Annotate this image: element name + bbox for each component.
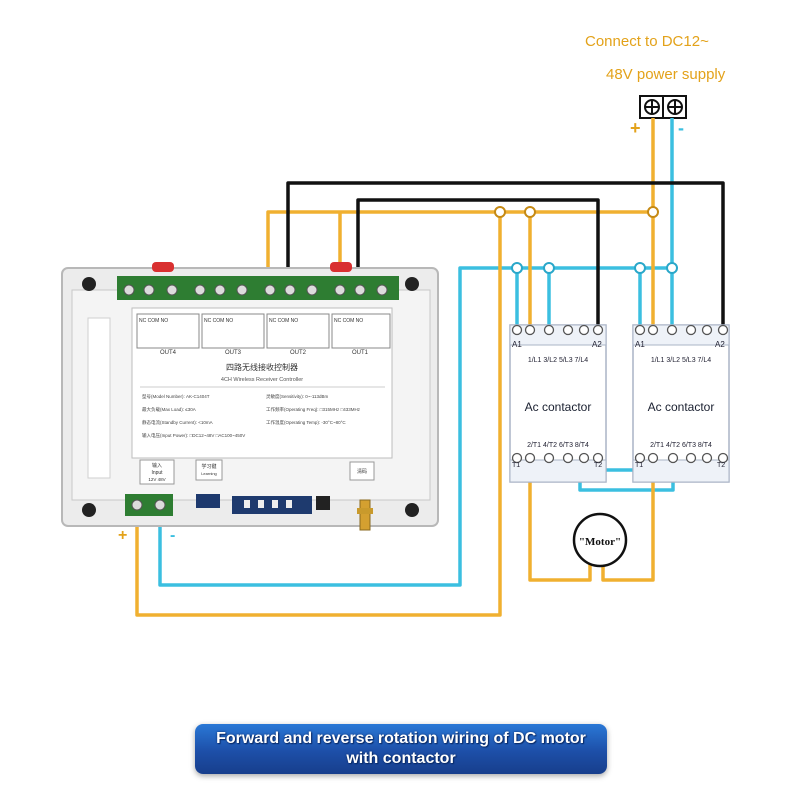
relay-contacts-out4: NC COM NO (139, 318, 168, 324)
input-label-en: Input (151, 470, 163, 476)
contactor-1-a2: A2 (592, 340, 602, 349)
contactor-1-a1: A1 (512, 340, 522, 349)
contactor-1-bottom-terminals: 2/T1 4/T2 6/T3 8/T4 (527, 442, 589, 449)
banner-line-2: with contactor (346, 750, 456, 767)
contactor-2-title: Ac contactor (648, 400, 715, 414)
motor: "Motor" (572, 512, 628, 568)
input-spec: 12V 48V (148, 477, 165, 482)
receiver-controller: NC COM NO NC COM NO NC COM NO NC COM NO … (61, 262, 439, 531)
learn-label-cn: 学习键 (201, 463, 216, 470)
supply-label-line1: Connect to DC12~ (585, 33, 709, 50)
contactor-1-title: Ac contactor (525, 400, 592, 414)
contactor-1-t1: T1 (512, 462, 520, 469)
power-supply-terminal (639, 95, 687, 119)
input-label-cn: 输入 (152, 462, 162, 469)
supply-minus-sign: - (678, 118, 684, 138)
relay-contacts-out1: NC COM NO (334, 318, 363, 324)
learn-label-en: Learning (201, 471, 217, 476)
contactor-2-a2: A2 (715, 340, 725, 349)
output-label-out1: OUT1 (352, 350, 369, 356)
controller-title-english: 4CH Wireless Receiver Controller (221, 377, 303, 383)
contactor-2-t1: T1 (635, 462, 643, 469)
spec-standby: 静态电流(Standby Current): <10mA (142, 419, 213, 426)
banner-line-1: Forward and reverse rotation wiring of D… (216, 730, 586, 747)
spec-temp: 工作温度(Operating Temp): -30°C~80°C (266, 419, 346, 426)
supply-label-line2: 48V power supply (606, 66, 726, 83)
spec-sensitivity: 灵敏度(Sensitivity): 0~-113dBm (266, 393, 329, 400)
positive-wires (135, 118, 655, 617)
title-banner: Forward and reverse rotation wiring of D… (195, 724, 607, 774)
clear-label-cn: 清码 (357, 468, 367, 475)
supply-plus-sign: + (630, 118, 641, 138)
spec-max-load: 最大负载(Max Load): ≤30A (142, 406, 196, 413)
contactor-2-bottom-terminals: 2/T1 4/T2 6/T3 8/T4 (650, 442, 712, 449)
input-plus-sign: + (118, 527, 127, 544)
contactor-1-top-terminals: 1/L1 3/L2 5/L3 7/L4 (528, 357, 588, 364)
spec-input-power: 输入电压(Input Power): □DC12~48V □AC100~450V (142, 432, 245, 439)
relay-contacts-out2: NC COM NO (269, 318, 298, 324)
spec-freq: 工作频率(Operating Freq): □315MHz □433MHz (266, 406, 361, 413)
contactor-1: A1 A2 1/L1 3/L2 5/L3 7/L4 Ac contactor 2… (509, 324, 607, 483)
contactor-1-t2: T2 (594, 462, 602, 469)
contactor-2-a1: A1 (635, 340, 645, 349)
controller-title-chinese: 四路无线接收控制器 (226, 362, 298, 372)
contactor-2-t2: T2 (717, 462, 725, 469)
wire-junctions (494, 206, 678, 274)
output-label-out4: OUT4 (160, 350, 177, 356)
contactor-2: A1 A2 1/L1 3/L2 5/L3 7/L4 Ac contactor 2… (632, 324, 730, 483)
input-minus-sign: - (170, 527, 175, 544)
relay-contacts-out3: NC COM NO (204, 318, 233, 324)
output-label-out2: OUT2 (290, 350, 307, 356)
spec-model: 型号(Model Number): AK-C1404T (142, 393, 210, 400)
output-label-out3: OUT3 (225, 350, 242, 356)
coil-wires (286, 181, 725, 330)
contactor-2-top-terminals: 1/L1 3/L2 5/L3 7/L4 (651, 357, 711, 364)
motor-label: "Motor" (579, 536, 621, 548)
